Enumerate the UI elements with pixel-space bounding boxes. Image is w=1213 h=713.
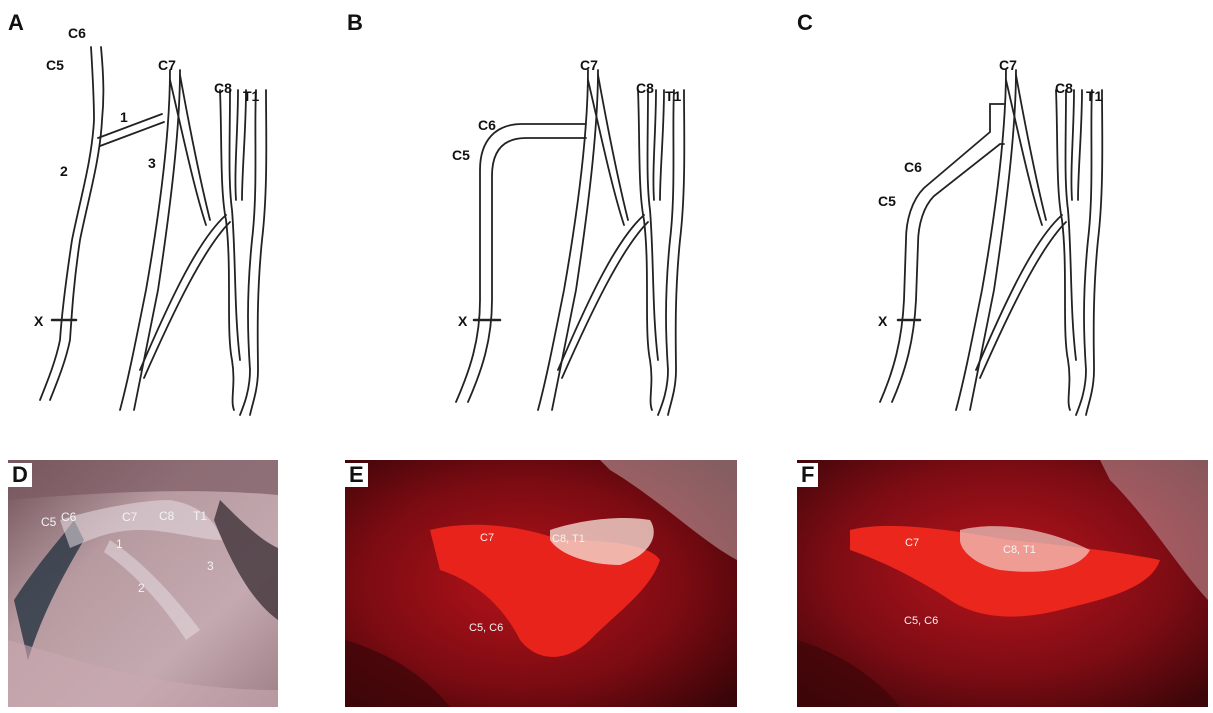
panel-a-label-2: 2 (60, 163, 68, 179)
photo-e-label-c7: C7 (480, 532, 494, 544)
panel-e-letter: E (345, 463, 368, 487)
photo-d: C5 C6 C7 C8 T1 1 3 2 (8, 460, 278, 707)
panel-c-label-t1: T1 (1086, 88, 1103, 104)
panel-b-label-c5: C5 (452, 147, 470, 163)
panel-c-label-c8: C8 (1055, 80, 1073, 96)
photo-e: C7 C8, T1 C5, C6 (345, 460, 737, 707)
photo-e-label-c8t1: C8, T1 (552, 533, 585, 545)
panel-a-label-c7: C7 (158, 57, 176, 73)
panel-a-drawing: C6 C5 C7 C8 T1 1 2 3 X (34, 25, 266, 415)
panel-b-label-c7: C7 (580, 57, 598, 73)
photo-f: C7 C8, T1 C5, C6 (797, 460, 1208, 707)
photo-d-label-c6: C6 (61, 510, 77, 524)
panel-b-drawing: C7 C8 T1 C6 C5 X (452, 57, 684, 415)
panel-b-c5c6-trunk (456, 124, 586, 402)
panel-d-letter: D (8, 463, 32, 487)
panel-a-label-x: X (34, 313, 44, 329)
photo-e-label-c5c6: C5, C6 (469, 622, 503, 634)
panel-b-label-t1: T1 (665, 88, 682, 104)
photo-d-label-t1: T1 (193, 509, 207, 523)
panel-c-lower-trunks (956, 70, 1102, 415)
panel-b-label-c6: C6 (478, 117, 496, 133)
panel-c-c5c6-trunk (880, 104, 1004, 402)
panel-c-label-c5: C5 (878, 193, 896, 209)
panel-c-label-x: X (878, 313, 888, 329)
panel-a-c5c6-trunk (40, 47, 164, 400)
photo-d-label-c8: C8 (159, 509, 175, 523)
photo-d-label-c5: C5 (41, 515, 57, 529)
photo-d-label-3: 3 (207, 559, 214, 573)
photo-f-label-c7: C7 (905, 537, 919, 549)
panel-b-lower-trunks (538, 70, 684, 415)
photo-d-label-1: 1 (116, 537, 123, 551)
photo-f-label-c5c6: C5, C6 (904, 615, 938, 627)
panel-c-label-c7: C7 (999, 57, 1017, 73)
panel-b-label-x: X (458, 313, 468, 329)
panel-b-label-c8: C8 (636, 80, 654, 96)
panel-f-letter: F (797, 463, 818, 487)
panel-a-label-1: 1 (120, 109, 128, 125)
panel-a-label-c5: C5 (46, 57, 64, 73)
photo-d-label-2: 2 (138, 581, 145, 595)
photo-d-label-c7: C7 (122, 510, 138, 524)
panel-a-label-c8: C8 (214, 80, 232, 96)
panel-c-drawing: C7 C8 T1 C6 C5 X (878, 57, 1103, 415)
panel-a-label-t1: T1 (243, 88, 260, 104)
photo-f-label-c8t1: C8, T1 (1003, 544, 1036, 556)
panel-c-label-c6: C6 (904, 159, 922, 175)
panel-a-label-3: 3 (148, 155, 156, 171)
panel-a-label-c6: C6 (68, 25, 86, 41)
